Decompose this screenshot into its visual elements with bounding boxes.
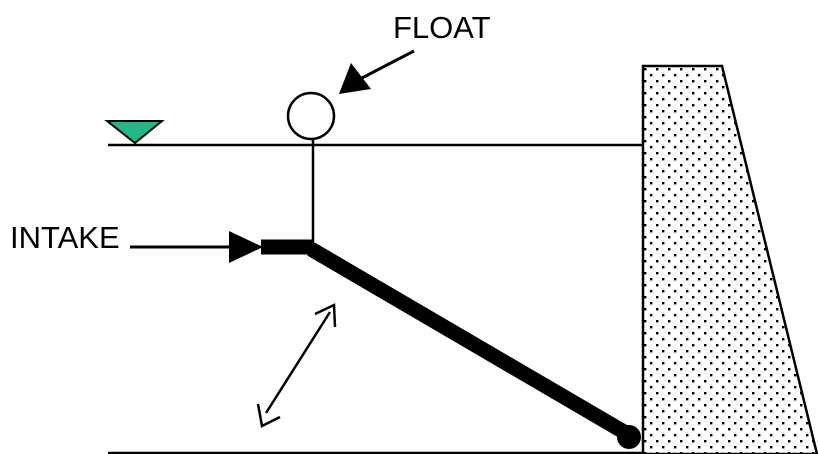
float-ball [286,91,336,141]
pivot-hinge [617,425,641,449]
intake-pipe [307,242,628,439]
dam-body [641,64,819,454]
intake-label: INTAKE [10,220,120,255]
float-arrowhead-icon [339,63,371,94]
water-level-marker-icon [104,120,165,145]
float-pointer-line [359,49,415,81]
float-label: FLOAT [393,10,491,45]
double-arrow-icon [256,303,337,428]
intake-arrowhead-icon [229,231,263,263]
